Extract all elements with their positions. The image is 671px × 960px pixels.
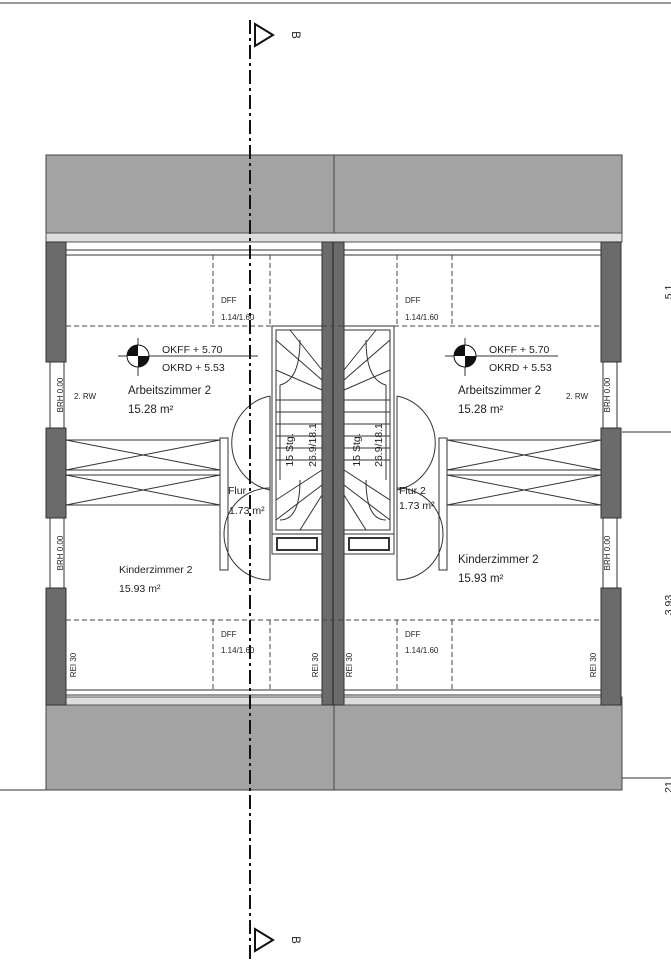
eave-band	[45, 232, 623, 243]
section-marker-bottom: B	[254, 927, 301, 953]
roof-top-left	[45, 154, 335, 234]
dormer-label: DFF	[221, 296, 237, 305]
room-name: Kinderzimmer 2	[458, 554, 539, 566]
dormer-size: 1.14/1.60	[221, 313, 255, 322]
door-swing-right	[396, 395, 444, 581]
stair-ratio: 26.9/18.1	[373, 423, 385, 467]
section-label: B	[289, 936, 301, 944]
sill-height: BRH 0.00	[603, 377, 612, 412]
room-name: Flur	[228, 485, 247, 497]
dormer-size: 1.14/1.60	[405, 646, 439, 655]
roof-bottom-right	[333, 704, 623, 791]
level-okrd: OKRD + 5.53	[489, 362, 552, 374]
room-name: Flur 2	[399, 485, 426, 497]
section-arrow-icon	[254, 22, 275, 48]
stair-right	[343, 325, 395, 555]
stair-steps: 15 Stg.	[284, 433, 296, 466]
sill-height: BRH 0.00	[56, 535, 65, 570]
room-name: Kinderzimmer 2	[119, 564, 193, 576]
section-label: B	[289, 31, 301, 39]
room-area: 15.93 m²	[119, 583, 161, 595]
fire-rating: REI 30	[69, 652, 78, 677]
room-area: 15.28 m²	[128, 404, 174, 416]
room-area: 15.93 m²	[458, 573, 504, 585]
roof-bottom-left	[45, 704, 335, 791]
level-symbol-right	[445, 338, 558, 376]
outer-wall-right	[600, 241, 622, 706]
stair-left	[271, 325, 323, 555]
room-area: 1.73 m²	[229, 505, 265, 517]
fire-rating: REI 30	[311, 652, 320, 677]
knee-walls	[66, 249, 601, 696]
room-area: 1.73 m²	[399, 500, 435, 512]
dimension-value: 3.93	[663, 595, 671, 616]
room-name: Arbeitszimmer 2	[458, 385, 541, 397]
dimension-value: 21	[663, 781, 671, 793]
dimension-value: 5.1	[663, 285, 671, 300]
room-name: Arbeitszimmer 2	[128, 385, 211, 397]
slope-lines	[66, 255, 601, 690]
outer-wall-left	[45, 241, 67, 706]
roof-top-right	[333, 154, 623, 234]
wardrobe-left	[65, 437, 229, 571]
level-okff: OKFF + 5.70	[162, 344, 223, 356]
dormer-size: 1.14/1.60	[221, 646, 255, 655]
fire-rating: REI 30	[589, 652, 598, 677]
wardrobe-right	[438, 437, 602, 571]
dormer-label: DFF	[221, 630, 237, 639]
sill-height: BRH 0.00	[603, 535, 612, 570]
dormer-label: DFF	[405, 630, 421, 639]
dormer-size: 1.14/1.60	[405, 313, 439, 322]
level-symbol-left	[118, 338, 258, 376]
room-area: 15.28 m²	[458, 404, 504, 416]
stair-ratio: 26.9/18.1	[307, 423, 319, 467]
window-note: 2. RW	[74, 392, 97, 401]
level-okff: OKFF + 5.70	[489, 344, 550, 356]
section-marker-top: B	[254, 22, 301, 48]
dormer-label: DFF	[405, 296, 421, 305]
section-arrow-icon	[254, 927, 275, 953]
sill-height: BRH 0.00	[56, 377, 65, 412]
fire-rating: REI 30	[345, 652, 354, 677]
window-note: 2. RW	[566, 392, 589, 401]
level-okrd: OKRD + 5.53	[162, 362, 225, 374]
stair-steps: 15 Stg.	[351, 433, 363, 466]
